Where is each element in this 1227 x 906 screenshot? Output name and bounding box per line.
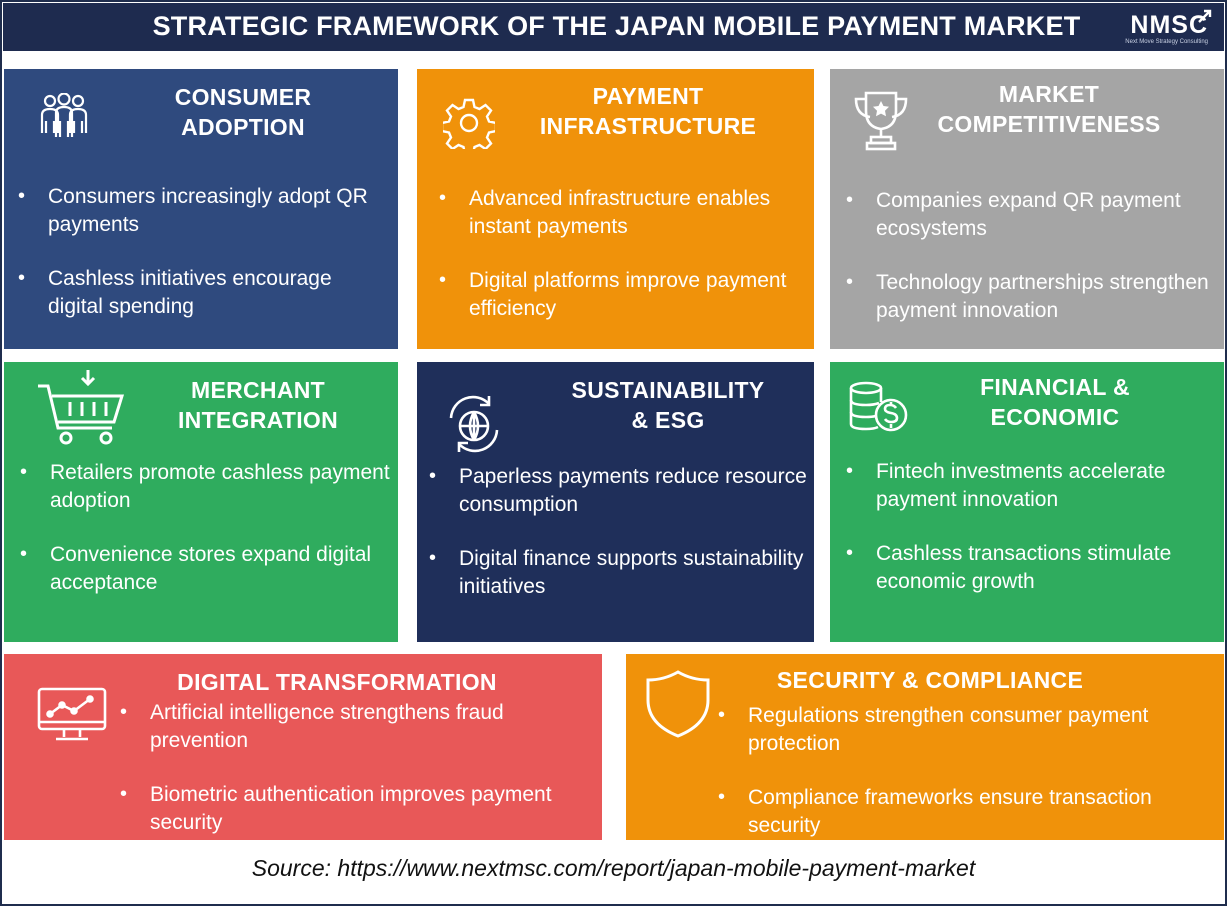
card-title: SUSTAINABILITY& ESG [571, 377, 765, 433]
list-item: Technology partnerships strengthen payme… [846, 269, 1221, 324]
globe-cycle-icon [449, 395, 499, 453]
card-sustainability-esg: SUSTAINABILITY& ESG Paperless payments r… [417, 362, 814, 642]
cart-icon [38, 370, 125, 445]
logo-arrow-icon [1198, 9, 1212, 23]
list-item: Fintech investments accelerate payment i… [846, 458, 1221, 513]
card-title: SECURITY & COMPLIANCE [776, 667, 1084, 693]
page-title: STRATEGIC FRAMEWORK OF THE JAPAN MOBILE … [152, 11, 1081, 41]
coins-dollar-icon [849, 381, 908, 432]
source-citation: Source: https://www.nextmsc.com/report/j… [251, 855, 976, 881]
card-digital-transformation: DIGITAL TRANSFORMATION Artificial intell… [4, 654, 602, 840]
people-icon [40, 93, 88, 137]
list-item: Digital finance supports sustainability … [429, 545, 809, 600]
gear-icon [443, 98, 495, 149]
card-title: DIGITAL TRANSFORMATION [177, 669, 497, 695]
bullet-list: Companies expand QR payment ecosystems T… [846, 187, 1221, 351]
shield-icon [646, 670, 710, 738]
bullet-list: Fintech investments accelerate payment i… [846, 458, 1221, 622]
header-banner: STRATEGIC FRAMEWORK OF THE JAPAN MOBILE … [3, 3, 1224, 51]
card-title: FINANCIAL &ECONOMIC [980, 374, 1130, 430]
nmsc-logo: NMSC Next Move Strategy Consulting [1100, 9, 1212, 49]
card-security-compliance: SECURITY & COMPLIANCE Regulations streng… [626, 654, 1224, 840]
logo-tagline: Next Move Strategy Consulting [1125, 39, 1208, 45]
bullet-list: Advanced infrastructure enables instant … [439, 185, 809, 349]
logo-text: NMSC [1130, 11, 1208, 39]
bullet-list: Artificial intelligence strengthens frau… [120, 699, 590, 863]
list-item: Paperless payments reduce resource consu… [429, 463, 809, 518]
list-item: Cashless transactions stimulate economic… [846, 540, 1221, 595]
list-item: Biometric authentication improves paymen… [120, 781, 590, 836]
list-item: Consumers increasingly adopt QR payments [18, 183, 388, 238]
list-item: Compliance frameworks ensure transaction… [718, 784, 1208, 839]
bullet-list: Retailers promote cashless payment adopt… [20, 459, 390, 623]
list-item: Retailers promote cashless payment adopt… [20, 459, 390, 514]
list-item: Artificial intelligence strengthens frau… [120, 699, 590, 754]
bullet-list: Regulations strengthen consumer payment … [718, 702, 1208, 866]
list-item: Regulations strengthen consumer payment … [718, 702, 1208, 757]
list-item: Cashless initiatives encourage digital s… [18, 265, 388, 320]
card-financial-economic: FINANCIAL &ECONOMIC Fintech investments … [830, 362, 1224, 642]
monitor-chart-icon [37, 687, 107, 741]
trophy-icon [854, 91, 908, 151]
list-item: Digital platforms improve payment effici… [439, 267, 809, 322]
list-item: Convenience stores expand digital accept… [20, 541, 390, 596]
list-item: Advanced infrastructure enables instant … [439, 185, 809, 240]
list-item: Companies expand QR payment ecosystems [846, 187, 1221, 242]
bullet-list: Consumers increasingly adopt QR payments… [18, 183, 388, 347]
bullet-list: Paperless payments reduce resource consu… [429, 463, 809, 627]
